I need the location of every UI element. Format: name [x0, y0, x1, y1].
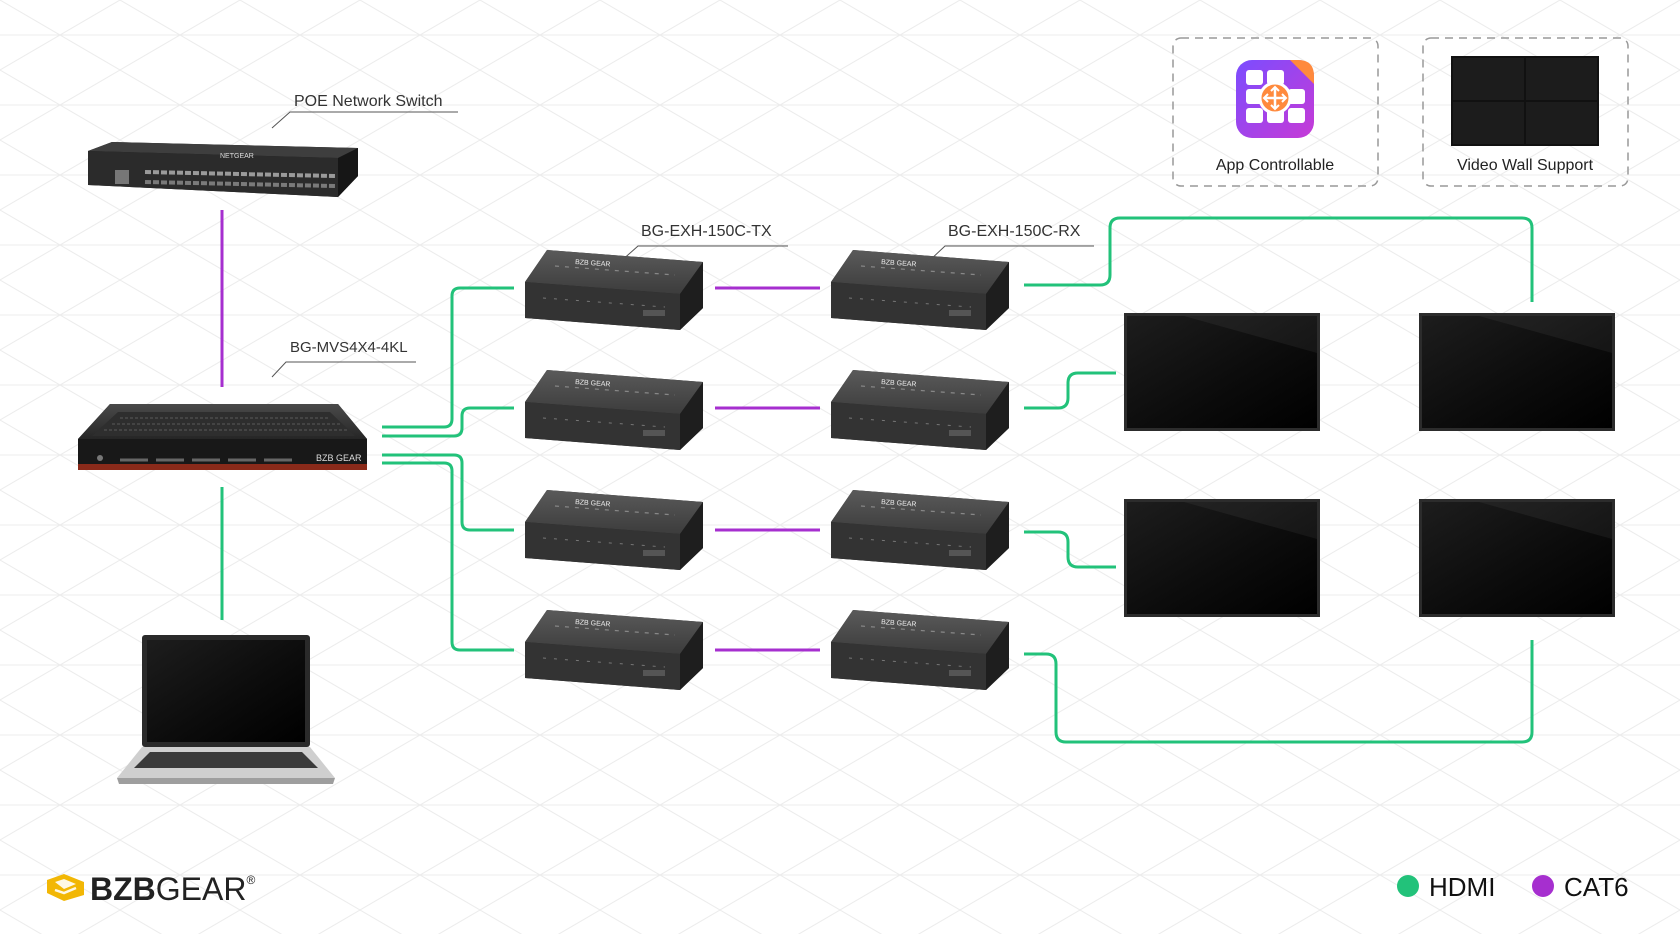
- brand-mark: ®: [246, 873, 255, 887]
- feature-app-controllable: App Controllable: [1172, 37, 1379, 187]
- transmitter-4: BZB GEAR: [524, 609, 704, 691]
- brand-name-bold: BZB: [90, 871, 156, 907]
- display-2: [1419, 313, 1615, 431]
- transmitter-1: BZB GEAR: [524, 249, 704, 331]
- app-controllable-label: App Controllable: [1216, 157, 1334, 174]
- matrix-leader: [271, 361, 416, 378]
- rx2-brand: BZB GEAR: [881, 379, 917, 388]
- legend-cat6-swatch: [1532, 875, 1554, 897]
- video-wall-icon: [1451, 56, 1599, 146]
- display-1: [1124, 313, 1320, 431]
- brand-name-light: GEAR: [156, 871, 247, 907]
- transmitter-3: BZB GEAR: [524, 489, 704, 571]
- receiver-4: BZB GEAR: [830, 609, 1010, 691]
- hdmi-matrix-out-3: [382, 453, 514, 532]
- network-switch-leader: [271, 111, 458, 129]
- hdmi-matrix-out-2: [382, 406, 514, 438]
- legend: HDMI CAT6: [1397, 872, 1629, 902]
- legend-hdmi-swatch: [1397, 875, 1419, 897]
- brand-logo: BZBGEAR®: [47, 871, 255, 907]
- rx4-brand: BZB GEAR: [881, 619, 917, 628]
- hdmi-matrix-out-1: [382, 286, 514, 429]
- receiver-label: BG-EXH-150C-RX: [948, 223, 1081, 240]
- matrix-brand-text: BZB GEAR: [316, 453, 362, 463]
- legend-cat6-label: CAT6: [1564, 872, 1629, 902]
- network-switch-label: POE Network Switch: [294, 93, 442, 110]
- video-wall-label: Video Wall Support: [1457, 157, 1594, 174]
- tx3-brand: BZB GEAR: [575, 499, 611, 508]
- brand-logo-icon: [47, 874, 84, 901]
- cat6-connections: [220, 210, 820, 652]
- display-4: [1419, 499, 1615, 617]
- feature-video-wall: Video Wall Support: [1422, 37, 1629, 187]
- hdmi-matrix-out-4: [382, 461, 514, 652]
- transmitter-leader: [619, 245, 788, 263]
- tx4-brand: BZB GEAR: [575, 619, 611, 628]
- hdmi-rx4-to-display-4: [1024, 640, 1534, 744]
- laptop-icon: [117, 635, 335, 784]
- receiver-leader: [927, 245, 1094, 263]
- display-3: [1124, 499, 1320, 617]
- brand-name: BZBGEAR®: [90, 871, 255, 907]
- receiver-3: BZB GEAR: [830, 489, 1010, 571]
- legend-hdmi-label: HDMI: [1429, 872, 1495, 902]
- rx3-brand: BZB GEAR: [881, 499, 917, 508]
- matrix-label: BG-MVS4X4-4KL: [290, 339, 408, 356]
- rx1-brand: BZB GEAR: [881, 259, 917, 268]
- hdmi-rx2-to-display-1: [1024, 371, 1116, 410]
- app-grid-icon: [1236, 60, 1314, 138]
- hdmi-rx1-to-display-2: [1024, 216, 1534, 302]
- transmitter-label: BG-EXH-150C-TX: [641, 223, 772, 240]
- switch-brand-text: NETGEAR: [220, 153, 254, 160]
- receiver-2: BZB GEAR: [830, 369, 1010, 451]
- transmitter-2: BZB GEAR: [524, 369, 704, 451]
- matrix-switch-icon: BZB GEAR: [78, 404, 367, 470]
- hdmi-rx3-to-display-3: [1024, 530, 1116, 569]
- tx2-brand: BZB GEAR: [575, 379, 611, 388]
- network-switch-icon: NETGEAR: [88, 142, 358, 197]
- tx1-brand: BZB GEAR: [575, 259, 611, 268]
- hdmi-connections: [220, 216, 1534, 744]
- receiver-1: BZB GEAR: [830, 249, 1010, 331]
